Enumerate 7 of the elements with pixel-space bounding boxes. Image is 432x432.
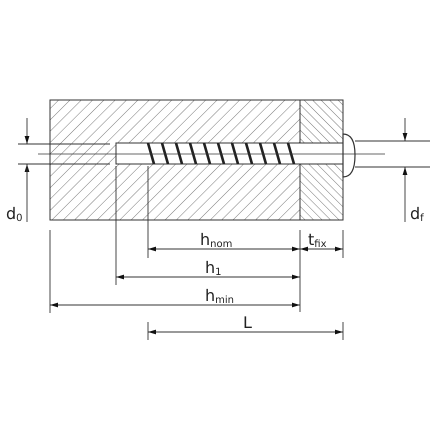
dimension-label: L: [243, 314, 252, 332]
dimension-label: d$_{f}$: [410, 205, 424, 226]
dimension-label: h$_{nom}$: [200, 231, 232, 252]
dimension-label: h$_{min}$: [205, 287, 234, 308]
dimension-label: h$_{1}$: [205, 259, 222, 280]
dimension-label: d$_{0}$: [6, 205, 23, 226]
dimension-label: t$_{fix}$: [308, 231, 326, 252]
